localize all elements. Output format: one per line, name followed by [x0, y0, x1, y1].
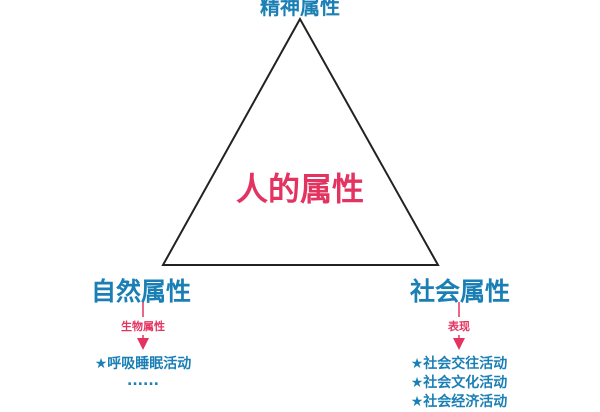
right-item: ★社会文化活动 — [410, 375, 508, 391]
social-attribute-label: 社会属性 — [409, 277, 511, 306]
human-attribute-label: 人的属性 — [235, 170, 365, 208]
left-item-ellipsis: ...... — [127, 373, 159, 389]
left-relation-label: 生物属性 — [121, 317, 165, 335]
left-item: ★呼吸睡眠活动 — [94, 356, 192, 372]
spiritual-attribute-label: 精神属性 — [260, 0, 340, 19]
natural-attribute-label: 自然属性 — [90, 277, 192, 306]
right-item: ★社会经济活动 — [410, 394, 508, 410]
right-arrow-head — [453, 338, 465, 350]
left-arrow-head — [137, 338, 149, 350]
triangle — [161, 16, 440, 266]
diagram-lines — [137, 16, 465, 350]
right-relation-label: 表现 — [448, 317, 470, 335]
right-item: ★社会交往活动 — [410, 356, 508, 372]
